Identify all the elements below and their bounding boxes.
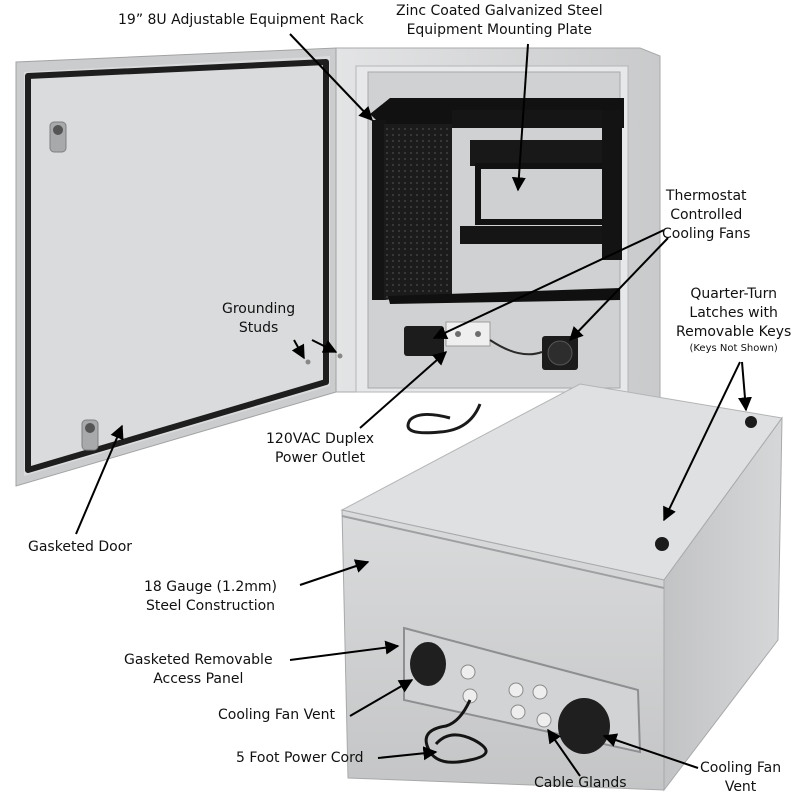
label-grounding-line-2: Studs bbox=[238, 320, 279, 336]
label-fan-vent-left: Cooling Fan Vent bbox=[218, 706, 335, 725]
open-enclosure bbox=[335, 47, 661, 403]
fan-vent-left bbox=[410, 642, 446, 686]
label-fan-vent-right-line-2: Vent bbox=[724, 779, 757, 795]
label-plate-line-1: Zinc Coated Galvanized Steel bbox=[396, 3, 603, 19]
label-outlet-line-2: Power Outlet bbox=[274, 450, 366, 466]
label-fans-line-1: Thermostat bbox=[665, 188, 747, 204]
label-steel-line-2: Steel Construction bbox=[145, 598, 276, 614]
label-outlet-line-1: 120VAC Duplex bbox=[266, 431, 375, 447]
label-latches-line-3: Removable Keys bbox=[676, 324, 792, 340]
label-latches: Quarter-Turn Latches with Removable Keys… bbox=[676, 285, 791, 355]
label-latches-line-2: Latches with bbox=[689, 305, 778, 321]
cooling-fan-left bbox=[404, 326, 444, 356]
closed-enclosure bbox=[340, 383, 783, 792]
label-glands: Cable Glands bbox=[534, 774, 627, 793]
label-grounding-line-1: Grounding bbox=[222, 301, 296, 317]
label-fan-vent-left-line: Cooling Fan Vent bbox=[218, 707, 336, 723]
label-panel-line-1: Gasketed Removable bbox=[124, 652, 273, 668]
open-door bbox=[15, 47, 343, 487]
label-door: Gasketed Door bbox=[28, 538, 132, 557]
label-outlet: 120VAC Duplex Power Outlet bbox=[266, 430, 374, 468]
label-fan-vent-right: Cooling Fan Vent bbox=[700, 759, 781, 797]
label-fan-vent-right-line-1: Cooling Fan bbox=[700, 760, 782, 776]
latch-front bbox=[655, 537, 669, 551]
label-cord-line: 5 Foot Power Cord bbox=[236, 750, 364, 766]
duplex-outlet bbox=[445, 321, 491, 347]
power-cord bbox=[424, 699, 488, 764]
latch-rear bbox=[745, 416, 757, 428]
label-plate: Zinc Coated Galvanized Steel Equipment M… bbox=[396, 2, 603, 40]
label-steel: 18 Gauge (1.2mm) Steel Construction bbox=[144, 578, 277, 616]
label-fans-line-2: Controlled bbox=[670, 207, 743, 223]
label-glands-line: Cable Glands bbox=[534, 775, 627, 791]
label-steel-line-1: 18 Gauge (1.2mm) bbox=[144, 579, 277, 595]
label-latches-line-1: Quarter-Turn bbox=[690, 286, 777, 302]
label-rack: 19” 8U Adjustable Equipment Rack bbox=[118, 11, 364, 30]
fan-vent-right bbox=[558, 698, 610, 754]
equipment-rack bbox=[370, 98, 624, 304]
label-panel-line-2: Access Panel bbox=[153, 671, 244, 687]
label-rack-line: 19” 8U Adjustable Equipment Rack bbox=[118, 12, 364, 28]
label-fans-line-3: Cooling Fans bbox=[662, 226, 751, 242]
label-door-line: Gasketed Door bbox=[28, 539, 133, 555]
label-cord: 5 Foot Power Cord bbox=[236, 749, 364, 768]
label-fans: Thermostat Controlled Cooling Fans bbox=[662, 187, 750, 244]
label-plate-line-2: Equipment Mounting Plate bbox=[406, 22, 593, 38]
cable-gland-group bbox=[460, 664, 552, 728]
label-panel: Gasketed Removable Access Panel bbox=[124, 651, 273, 689]
label-grounding: Grounding Studs bbox=[222, 300, 295, 338]
label-latches-note: (Keys Not Shown) bbox=[689, 343, 778, 354]
callout-arrows bbox=[75, 33, 752, 777]
